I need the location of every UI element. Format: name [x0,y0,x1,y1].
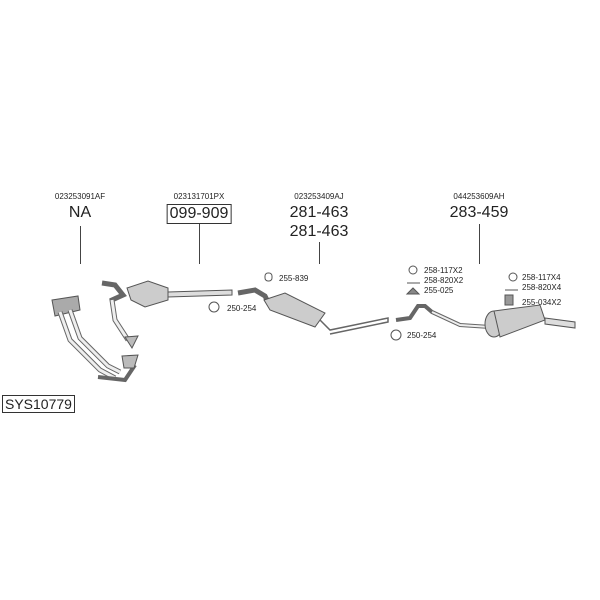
leader-line [80,226,81,264]
accessory-label: 258-117X4 [522,273,561,282]
catalytic-converter [101,280,233,350]
accessory-label: 258-117X2 [424,266,463,275]
bracket-icon [504,294,514,306]
middle-silencer [237,287,389,335]
part-number[interactable]: 099-909 [166,204,232,224]
part-number: NA [68,204,92,221]
oe-number: 023253409AJ [294,192,344,201]
front-pipe [51,295,139,383]
accessory-label: 250-254 [227,304,257,313]
accessory-label: 258-820X2 [424,276,464,285]
rubber-mount-icon [264,272,273,282]
accessory-label: 258-820X4 [522,283,562,292]
leader-line [479,224,480,264]
accessory-icons [208,265,518,341]
leader-line [319,242,320,264]
accessory-label: 255-034X2 [522,298,562,307]
oe-number: 044253609AH [453,192,505,201]
part-number: 281-463 [289,223,349,240]
bracket-icon [405,287,421,295]
ring-icon [508,272,518,282]
part-number: 283-459 [449,204,509,221]
rear-silencer [395,304,576,338]
accessory-label: 255-025 [424,286,454,295]
accessory-label: 250-254 [407,331,437,340]
system-id: SYS10779 [2,395,75,413]
oe-number: 023253091AF [54,192,106,201]
oe-number: 023131701PX [173,192,225,201]
clamp-icon [208,301,220,313]
clamp-icon [390,329,402,341]
ring-icon [408,265,418,275]
accessory-label: 255-839 [279,274,309,283]
part-number: 281-463 [289,204,349,221]
leader-line [199,224,200,264]
